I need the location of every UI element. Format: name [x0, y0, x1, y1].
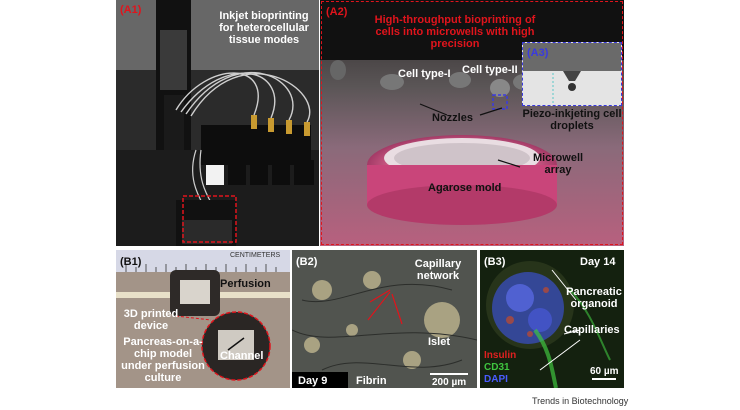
- a2-border: [321, 1, 623, 245]
- b1-device: 3D printed device: [123, 308, 179, 333]
- b2-islet: Islet: [428, 336, 451, 348]
- microwell-photo: [320, 0, 624, 246]
- b3-scale: 60 µm: [590, 366, 619, 377]
- a3-tag: (A3): [527, 47, 549, 59]
- b2-tag: (B2): [296, 256, 318, 268]
- panel-b1: (B1) CENTIMETERS Perfusion 3D printed de…: [116, 250, 290, 388]
- capillary-image: [292, 250, 477, 388]
- b1-caption: Pancreas-on-a-chip model under perfusion…: [121, 336, 205, 385]
- a3-caption: Piezo-inkjeting cell droplets: [522, 108, 622, 133]
- b2-capillary: Capillary network: [414, 258, 462, 283]
- droplet-image: [523, 43, 621, 103]
- b1-channel: Channel: [220, 350, 264, 362]
- b1-perfusion: Perfusion: [220, 278, 271, 290]
- b3-insulin: Insulin: [484, 350, 517, 361]
- chip-photo: [116, 250, 290, 388]
- panel-a1: (A1) Inkjet bioprinting for heterocellul…: [116, 0, 319, 246]
- a2-agarose-label: Agarose mold: [428, 182, 502, 194]
- a2-microwell-label: Microwell array: [532, 152, 584, 177]
- a2-tag: (A2): [326, 6, 348, 18]
- b2-day: Day 9: [298, 375, 328, 387]
- a1-tag: (A1): [120, 4, 142, 16]
- organoid-image: [480, 250, 624, 388]
- b2-fibrin: Fibrin: [356, 375, 387, 387]
- b2-scale: 200 µm: [432, 377, 467, 388]
- panel-a3: (A3): [522, 42, 622, 106]
- a2-title: High-throughput bioprinting of cells int…: [374, 14, 536, 51]
- b3-capillaries: Capillaries: [564, 324, 620, 336]
- bioprinter-photo: [116, 0, 319, 246]
- journal-footer: Trends in Biotechnology: [532, 396, 629, 406]
- b3-dapi: DAPI: [484, 374, 508, 385]
- a1-title: Inkjet bioprinting for heterocellular ti…: [219, 10, 309, 47]
- b3-cd31: CD31: [484, 362, 510, 373]
- a2-nozzles-label: Nozzles: [432, 112, 473, 124]
- panel-b3: (B3) Day 14 Pancreatic organoid Capillar…: [480, 250, 624, 388]
- a2-cell-type-2: Cell type-II: [462, 64, 518, 76]
- panel-b2: (B2) Capillary network Islet Day 9 Fibri…: [292, 250, 477, 388]
- panel-a2: (A2) High-throughput bioprinting of cell…: [320, 0, 624, 246]
- b3-organoid: Pancreatic organoid: [566, 286, 622, 311]
- b1-tag: (B1): [120, 256, 142, 268]
- b3-tag: (B3): [484, 256, 506, 268]
- a2-cell-type-1: Cell type-I: [398, 68, 451, 80]
- b1-ruler-text: CENTIMETERS: [230, 252, 281, 259]
- b3-day: Day 14: [580, 256, 616, 268]
